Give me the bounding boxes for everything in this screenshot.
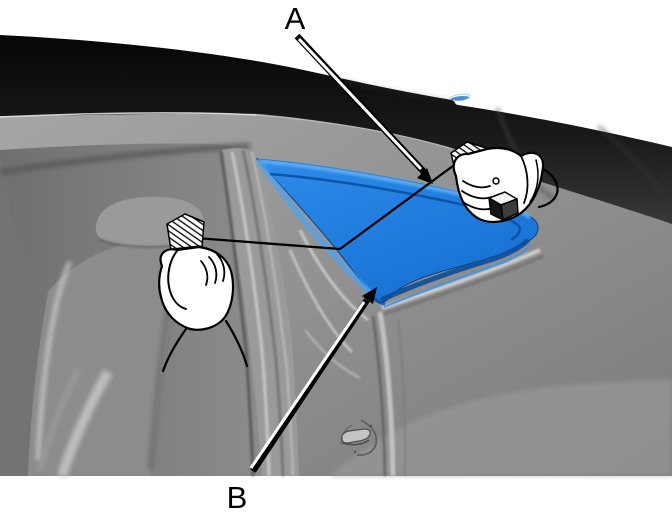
right-knuckle-dot bbox=[492, 177, 500, 185]
callout-a-arrowhead bbox=[417, 168, 433, 184]
left-knuckle-3 bbox=[216, 253, 226, 282]
callout-b-label: B bbox=[227, 480, 248, 515]
door-lock-knob bbox=[340, 419, 378, 457]
callout-b: B bbox=[227, 287, 377, 515]
callout-b-arrow-outline bbox=[250, 298, 370, 473]
left-knuckle-1 bbox=[200, 260, 209, 286]
clip-head-side-face bbox=[500, 198, 519, 221]
right-finger-1 bbox=[462, 180, 491, 189]
seat-back-highlight bbox=[36, 261, 72, 461]
knob-bezel-arc-right bbox=[356, 419, 378, 457]
knob-dot-top bbox=[369, 424, 373, 428]
right-fold-line-1 bbox=[520, 155, 529, 204]
door-shut-line bbox=[397, 319, 407, 477]
quarter-pillar-garnish bbox=[219, 148, 299, 477]
callout-a-label: A bbox=[285, 1, 306, 36]
roof-glass-sliver bbox=[450, 95, 470, 101]
right-fist bbox=[452, 146, 545, 223]
left-knuckle-2 bbox=[208, 256, 218, 284]
hand-holding-clip-right bbox=[450, 141, 559, 223]
seat-back bbox=[28, 241, 186, 476]
rear-seat-interior bbox=[0, 143, 277, 478]
left-thumb-line bbox=[167, 250, 187, 310]
door-edge-bead bbox=[377, 311, 396, 477]
roof-and-pillar bbox=[0, 35, 672, 224]
roof-drip-rail-highlight-2 bbox=[255, 114, 453, 150]
door-opening-shadow-line bbox=[0, 143, 251, 175]
interior-left-shadow bbox=[0, 150, 46, 476]
roof-sheen bbox=[339, 79, 451, 102]
left-wrist-line-1 bbox=[161, 327, 188, 373]
pillar-ridge-dark-left bbox=[219, 151, 255, 477]
clip-connector-line bbox=[195, 162, 458, 251]
glass-left-edge-highlight bbox=[255, 158, 374, 296]
weatherstrip-highlight-2 bbox=[289, 249, 353, 353]
right-wrist-line bbox=[537, 167, 559, 209]
glass-bottom-molding-dark bbox=[379, 238, 530, 303]
roof-drip-rail-highlight bbox=[0, 112, 257, 118]
hand-holding-clip-left bbox=[158, 213, 249, 373]
callout-a: A bbox=[285, 1, 433, 184]
knob-lever bbox=[341, 428, 371, 444]
callout-b-arrow-core bbox=[249, 301, 366, 469]
pillar-ridge-dark-2 bbox=[241, 149, 285, 477]
door-details bbox=[289, 229, 545, 477]
callout-b-arrowhead bbox=[362, 287, 377, 304]
quarter-panel-lower-sheen bbox=[330, 380, 672, 476]
pillar-ridge-light-1 bbox=[230, 151, 271, 477]
clip-serrated-cap-left bbox=[166, 213, 205, 251]
sill-shadow bbox=[383, 254, 545, 316]
right-fold-line-2 bbox=[529, 159, 539, 203]
door-edge-shadow bbox=[372, 315, 386, 477]
roof-black-mass bbox=[0, 35, 672, 224]
left-wrist-line-2 bbox=[224, 319, 249, 368]
pillar-ridge-light-2 bbox=[251, 151, 294, 477]
seat-cushion-highlight-2 bbox=[37, 368, 81, 471]
roof-glass-sliver-glint bbox=[448, 93, 472, 99]
knob-dot-bottom bbox=[353, 450, 357, 454]
knob-underline bbox=[342, 439, 370, 446]
callout-a-arrow-core bbox=[297, 37, 423, 171]
pillar-sheen-2 bbox=[597, 124, 664, 193]
seat-cushion-highlight bbox=[57, 369, 113, 478]
glass-bottom-molding-light bbox=[383, 244, 531, 308]
sill-highlight bbox=[381, 248, 541, 310]
